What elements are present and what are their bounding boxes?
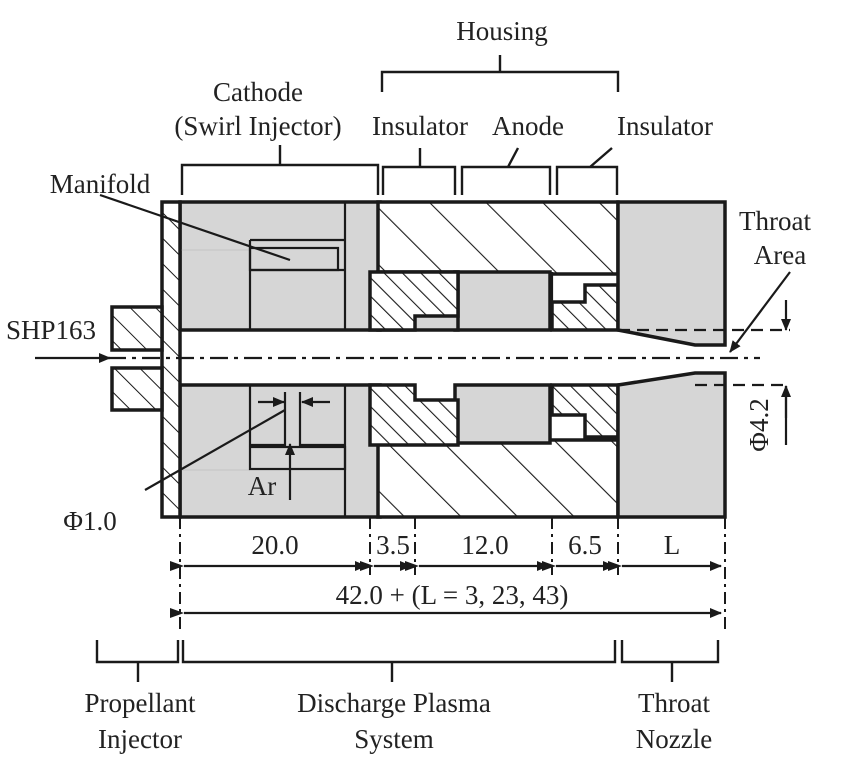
propellant-injector-bracket bbox=[95, 640, 180, 682]
swirl-passage bbox=[248, 385, 345, 447]
dim-insulator2-length: 6.5 bbox=[568, 530, 602, 560]
propellant-injector bbox=[110, 200, 182, 519]
anode-upper bbox=[453, 270, 552, 332]
propellant-inlet-label: SHP163 bbox=[6, 315, 96, 345]
throat-nozzle-bracket bbox=[620, 640, 720, 682]
dim-cathode-length: 20.0 bbox=[251, 530, 298, 560]
throat-area-label-1: Throat bbox=[739, 206, 811, 236]
throat-diameter-label: Φ4.2 bbox=[744, 398, 774, 452]
cathode-body-upper bbox=[178, 200, 382, 332]
dim-anode-length: 12.0 bbox=[461, 530, 508, 560]
housing-bracket bbox=[380, 55, 620, 92]
throat-nozzle-label-1: Throat bbox=[638, 688, 710, 718]
argon-label: Ar bbox=[248, 471, 277, 501]
throat-area-label-2: Area bbox=[754, 240, 806, 270]
insulator-2-lower bbox=[550, 383, 620, 439]
dim-total-length: 42.0 + (L = 3, 23, 43) bbox=[336, 580, 569, 610]
insulator-left-label: Insulator bbox=[372, 111, 468, 141]
orifice-diameter-label: Φ1.0 bbox=[63, 506, 117, 536]
anode-label: Anode bbox=[492, 111, 564, 141]
cathode-sub-label: (Swirl Injector) bbox=[174, 111, 341, 141]
cathode-label: Cathode bbox=[213, 77, 303, 107]
discharge-plasma-label-2: System bbox=[354, 724, 434, 754]
propellant-injector-label-1: Propellant bbox=[85, 688, 196, 718]
discharge-plasma-bracket bbox=[181, 640, 617, 682]
cathode-bracket bbox=[180, 145, 380, 195]
insulator-right-label: Insulator bbox=[617, 111, 713, 141]
propellant-injector-label-2: Injector bbox=[98, 724, 182, 754]
housing-upper bbox=[376, 200, 620, 276]
anode-lower bbox=[453, 383, 552, 445]
lower-section bbox=[178, 371, 727, 519]
manifold-slot bbox=[248, 246, 340, 272]
argon-inlet-channel bbox=[248, 445, 347, 471]
housing-label: Housing bbox=[456, 16, 548, 46]
nozzle-upper bbox=[616, 200, 727, 347]
nozzle-lower bbox=[616, 371, 727, 519]
housing-lower bbox=[376, 438, 620, 519]
insulator-2-upper bbox=[550, 283, 620, 332]
insulator-1-lower bbox=[368, 383, 460, 447]
cathode-body-lower bbox=[178, 383, 382, 519]
throat-nozzle-label-2: Nozzle bbox=[636, 724, 712, 754]
insulator-1-upper bbox=[368, 270, 460, 332]
upper-section bbox=[178, 200, 727, 347]
dim-nozzle-length: L bbox=[664, 530, 681, 560]
manifold-label: Manifold bbox=[50, 169, 151, 199]
discharge-plasma-label-1: Discharge Plasma bbox=[297, 688, 491, 718]
dim-insulator1-length: 3.5 bbox=[376, 530, 410, 560]
